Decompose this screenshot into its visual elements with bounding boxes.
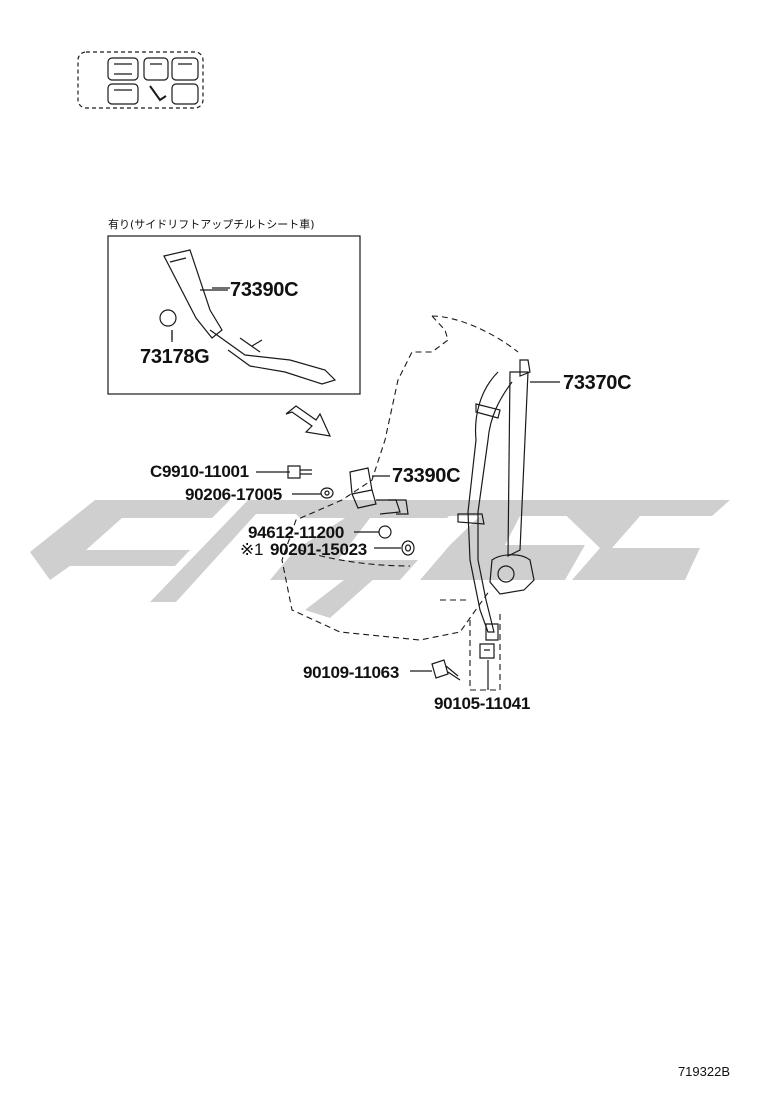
inset-buckle-strap [163,249,223,339]
part-label-inset-cap[interactable]: 73178G [140,346,210,368]
seat-layout-icon [77,51,204,109]
part-label-buckle[interactable]: 73390C [392,465,461,487]
part-label-main-belt[interactable]: 73370C [563,372,632,394]
catalog-id: 719322B [677,1064,730,1079]
seat-belt-assembly [457,359,535,641]
leader-lines [171,289,560,690]
nut-90201-icon [401,540,415,556]
part-label-90109-11063[interactable]: 90109-11063 [303,663,399,682]
washer-90206-icon [320,487,334,499]
inset-box [107,235,361,395]
inset-cap-icon [159,309,177,327]
part-label-94612-11200[interactable]: 94612-11200 [248,523,344,542]
part-label-90201-15023[interactable]: 90201-15023 [270,540,367,559]
buckle-icon [349,467,409,515]
part-label-inset-buckle[interactable]: 73390C [230,279,299,301]
part-note-mark: ※1 [240,540,264,559]
inset-title: 有り(サイドリフトアップチルトシート車) [108,218,315,231]
nut-94612-icon [378,525,392,539]
seat-outline [281,315,519,691]
watermark-logo [30,500,730,618]
part-label-90206-17005[interactable]: 90206-17005 [185,485,282,504]
direction-arrow-icon [285,405,332,437]
part-label-c9910-11001[interactable]: C9910-11001 [150,462,249,481]
bolt-90109-icon [431,659,461,681]
bolt-90105-icon [479,643,495,659]
part-label-90105-11041[interactable]: 90105-11041 [434,694,530,713]
bolt-c9910-icon [287,465,312,479]
